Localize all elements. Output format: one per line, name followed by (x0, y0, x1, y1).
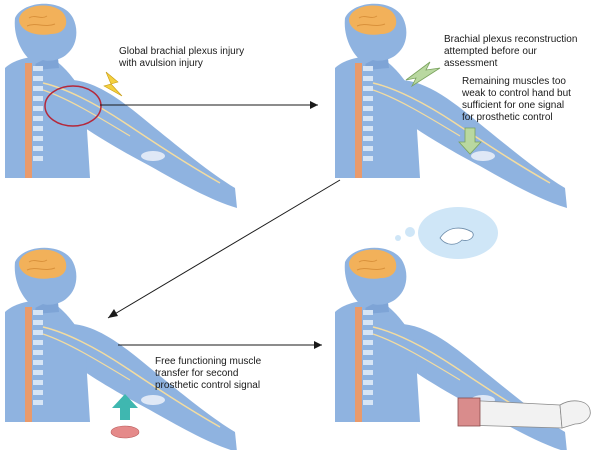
muscle-transfer-label: Free functioning muscle transfer for sec… (155, 356, 262, 391)
prosthetic-arm (457, 397, 591, 429)
transferred-muscle (110, 425, 140, 439)
arrow-panel2-to-panel3 (107, 179, 341, 319)
injury-label: Global brachial plexus injury with avuls… (119, 46, 245, 69)
reconstruction-label: Brachial plexus reconstruction attempted… (444, 34, 578, 69)
green-arrow-icon (405, 61, 441, 88)
thought-bubble-hand-icon (395, 207, 498, 259)
injury-highlight-circle (44, 85, 102, 127)
green-down-arrow-icon (458, 127, 482, 155)
teal-up-arrow-icon (112, 394, 138, 420)
prosthetic-hand (559, 400, 591, 429)
lightning-bolt-icon (103, 71, 123, 97)
remaining-muscles-label: Remaining muscles too weak to control ha… (462, 76, 571, 123)
figure-injured (4, 2, 238, 209)
